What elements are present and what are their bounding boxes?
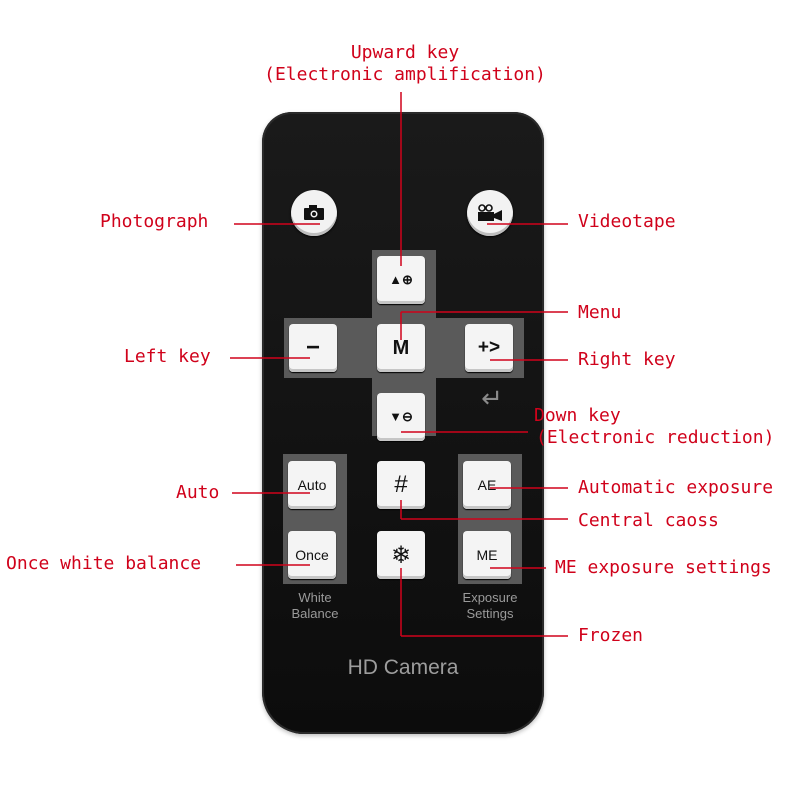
me-key-label: ME <box>476 547 498 563</box>
label-right-key: Right key <box>578 349 676 370</box>
up-zoom-icon: ▲⊕ <box>389 272 413 287</box>
white-balance-line2: Balance <box>291 606 339 621</box>
left-key[interactable]: − <box>289 324 337 372</box>
label-down-line1: Down key <box>534 405 621 426</box>
once-key-label: Once <box>295 547 329 563</box>
label-photograph: Photograph <box>100 211 209 232</box>
once-white-balance-key[interactable]: Once <box>288 531 336 579</box>
label-me-exposure-settings: ME exposure settings <box>555 557 772 578</box>
white-balance-line1: White <box>298 590 332 605</box>
me-key[interactable]: ME <box>463 531 511 579</box>
enter-icon: ↵ <box>481 384 503 414</box>
label-upward-line1: Upward key <box>350 42 460 63</box>
up-zoom-in-key[interactable]: ▲⊕ <box>377 256 425 304</box>
label-automatic-exposure: Automatic exposure <box>578 477 774 498</box>
videotape-button[interactable] <box>467 190 513 236</box>
auto-key-label: Auto <box>297 477 327 493</box>
down-zoom-icon: ▼⊖ <box>389 409 413 424</box>
ae-key[interactable]: AE <box>463 461 511 509</box>
label-down: Down key (Electronic reduction) <box>520 405 800 449</box>
exposure-line1: Exposure <box>462 590 518 605</box>
photograph-button[interactable] <box>291 190 337 236</box>
label-auto: Auto <box>176 482 220 503</box>
crosshair-icon: # <box>394 471 408 498</box>
label-menu: Menu <box>578 302 622 323</box>
label-down-line2: (Electronic reduction) <box>536 427 775 448</box>
label-central-caoss: Central caoss <box>578 510 719 531</box>
auto-key[interactable]: Auto <box>288 461 336 509</box>
brand-label: HD Camera <box>347 656 459 679</box>
label-once-white-balance: Once white balance <box>6 553 202 574</box>
right-key[interactable]: +> <box>465 324 513 372</box>
plus-right-icon: +> <box>477 337 501 358</box>
exposure-settings-caption: Exposure Settings <box>450 590 530 622</box>
snowflake-icon: ❄ <box>390 541 412 569</box>
camera-icon <box>304 205 324 220</box>
label-left-key: Left key <box>124 346 211 367</box>
menu-key[interactable]: M <box>377 324 425 372</box>
label-upward-line2: (Electronic amplification) <box>264 64 546 85</box>
label-videotape: Videotape <box>578 211 676 232</box>
minus-icon: − <box>305 334 320 361</box>
white-balance-caption: White Balance <box>278 590 352 622</box>
label-upward: Upward key (Electronic amplification) <box>250 42 560 86</box>
down-zoom-out-key[interactable]: ▼⊖ <box>377 393 425 441</box>
exposure-line2: Settings <box>466 606 514 621</box>
ae-key-label: AE <box>477 477 497 493</box>
video-camera-icon <box>478 204 502 221</box>
label-frozen: Frozen <box>578 625 644 646</box>
menu-key-label: M <box>392 336 410 359</box>
